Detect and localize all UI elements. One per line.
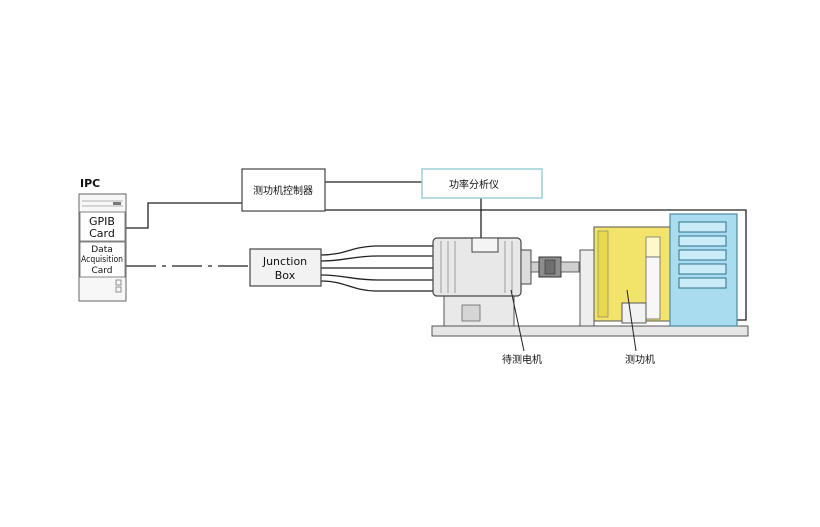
ipc-title: IPC [80,177,100,190]
daq-label-line1: Data [91,245,113,255]
dynamometer-label: 测功机 [625,353,655,366]
junction-cable-2 [320,255,435,262]
dynamometer [579,226,671,327]
gpib-card-label-line1: GPIB [89,215,115,228]
power-analyzer-label: 功率分析仪 [449,178,499,191]
motor-under-test [432,237,540,297]
daq-label-line2: Acquisition [81,255,123,265]
connection-lines [126,181,747,321]
cabinet-panel-4 [678,263,727,275]
junction-box-body [249,248,322,287]
motor-leader-line [510,289,525,352]
cabinet-panel-5 [678,277,727,289]
cabinet-panel-2 [678,235,727,247]
gpib-card [79,211,126,242]
ipc-unit: IPC GPIB Card Data Acquisition Card [78,177,127,302]
junction-cable-1 [320,245,435,256]
bench-plate [431,325,749,337]
dynamometer-leader-line [626,289,637,352]
dynamometer-controller: 测功机控制器 [241,168,326,212]
controller-box [241,168,326,212]
power-analyzer-box [421,168,543,199]
shaft-coupling [538,256,580,278]
callouts [510,289,637,352]
motor-under-test-label: 待测电机 [502,353,542,366]
junction-box-label-line1: Junction [262,255,307,268]
controller-label: 测功机控制器 [253,184,313,197]
junction-cable-5 [320,280,435,292]
cabinet-panel-1 [678,221,727,233]
gpib-card-label-line2: Card [89,227,115,240]
daq-label-line3: Card [91,266,112,276]
control-cabinet [669,213,738,327]
junction-cable-4 [320,274,435,281]
gpib-to-controller-line [126,202,242,229]
cabinet-panel-3 [678,249,727,261]
test-bench-base [431,295,749,337]
data-acquisition-card [79,241,126,278]
motor-terminal-box [471,237,499,253]
power-analyzer: 功率分析仪 [421,168,543,199]
junction-box: Junction Box [249,248,322,287]
controller-to-cabinet-line [325,209,747,321]
junction-box-label-line2: Box [275,269,296,282]
